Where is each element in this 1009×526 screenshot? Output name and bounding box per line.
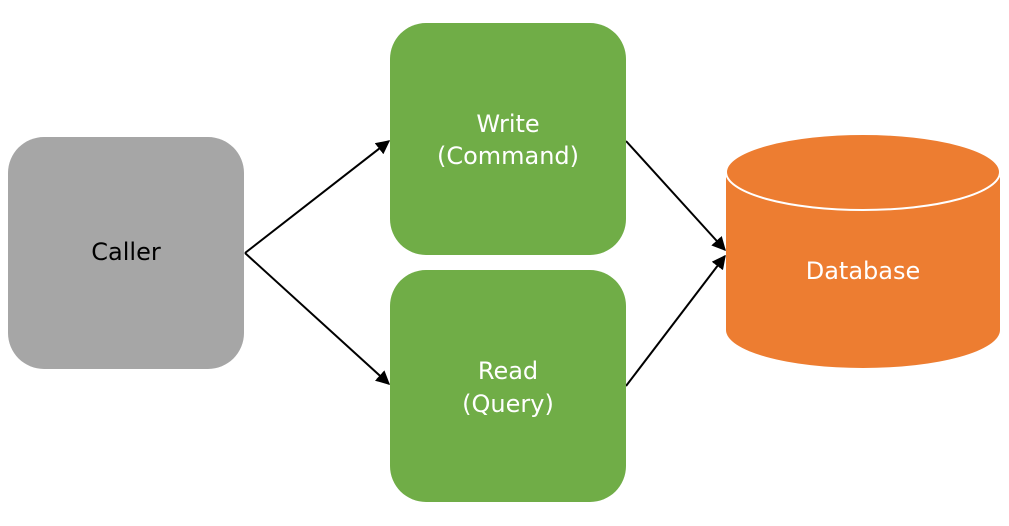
write-command-node[interactable]: Write (Command) xyxy=(390,23,626,255)
edge-caller-to-read xyxy=(244,252,391,385)
caller-box xyxy=(8,137,244,369)
read-label: Read xyxy=(478,357,538,385)
edge-caller-to-write xyxy=(244,140,391,254)
database-node[interactable]: Database xyxy=(725,133,1001,368)
database-label: Database xyxy=(806,257,921,285)
read-query-box xyxy=(390,270,626,502)
edges xyxy=(244,140,726,387)
edge-read-to-database xyxy=(625,254,726,387)
caller-node[interactable]: Caller xyxy=(8,137,244,369)
write-command-box xyxy=(390,23,626,255)
query-label: (Query) xyxy=(462,390,554,418)
database-cylinder-top xyxy=(725,133,1001,211)
caller-label: Caller xyxy=(91,238,161,266)
edge-write-to-database xyxy=(625,140,726,252)
command-label: (Command) xyxy=(437,142,579,170)
read-query-node[interactable]: Read (Query) xyxy=(390,270,626,502)
write-label: Write xyxy=(476,110,539,138)
